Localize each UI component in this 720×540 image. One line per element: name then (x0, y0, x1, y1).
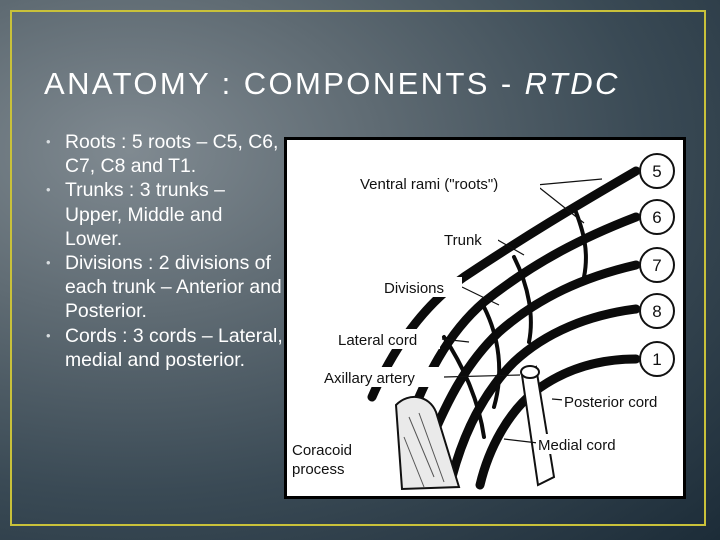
slide-border (10, 10, 706, 526)
bullet-icon: • (46, 134, 51, 149)
title-emphasis: RTDC (524, 66, 620, 101)
bullet-text: Divisions : 2 divisions of each trunk – … (65, 252, 282, 323)
coracoid-process-shape (394, 396, 461, 491)
title-text: ANATOMY : COMPONENTS - (44, 66, 525, 101)
bullet-icon: • (46, 255, 51, 271)
label-trunk: Trunk (444, 232, 482, 249)
bullet-item: • Trunks : 3 trunks – Upper, Middle and L… (44, 178, 284, 251)
bullet-icon: • (46, 327, 51, 343)
bullet-icon: • (46, 182, 51, 198)
label-process: process (292, 461, 345, 478)
bullet-item: • Divisions : 2 divisions of each trunk –… (44, 251, 284, 324)
label-lateral-cord: Lateral cord (338, 332, 417, 349)
label-posterior-cord: Posterior cord (564, 394, 657, 411)
root-circle-icon (639, 247, 675, 283)
root-number: 8 (652, 302, 661, 321)
root-number: 1 (652, 350, 661, 369)
bullet-item: • Cords : 3 cords – Lateral, medial and p… (44, 324, 284, 372)
label-coracoid: Coracoid (292, 442, 352, 459)
root-number: 6 (652, 208, 661, 227)
root-number: 5 (652, 162, 661, 181)
label-ventral-rami: Ventral rami ("roots") (360, 176, 498, 193)
label-axillary-artery: Axillary artery (324, 370, 415, 387)
root-number: 7 (652, 256, 661, 275)
bullet-text: Trunks : 3 trunks – Upper, Middle and Lo… (65, 179, 225, 250)
root-circle-icon (639, 153, 675, 189)
label-medial-cord: Medial cord (538, 437, 616, 454)
root-circle-icon (639, 341, 675, 377)
label-divisions: Divisions (384, 280, 444, 297)
brachial-plexus-diagram: 5 6 7 8 1 Ventral rami ("roots") Trunk D… (287, 140, 683, 496)
bullet-list: • Roots : 5 roots – C5, C6, C7, C8 and T1… (44, 130, 284, 372)
slide-title: ANATOMY : COMPONENTS - RTDC (44, 66, 620, 102)
root-circle-icon (639, 199, 675, 235)
bullet-text: Roots : 5 roots – C5, C6, C7, C8 and T1. (65, 131, 279, 178)
root-circle-icon (639, 293, 675, 329)
bullet-item: • Roots : 5 roots – C5, C6, C7, C8 and T1… (44, 130, 284, 178)
brachial-plexus-figure: 5 6 7 8 1 Ventral rami ("roots") Trunk D… (284, 137, 686, 499)
bullet-text: Cords : 3 cords – Lateral, medial and po… (65, 324, 283, 371)
